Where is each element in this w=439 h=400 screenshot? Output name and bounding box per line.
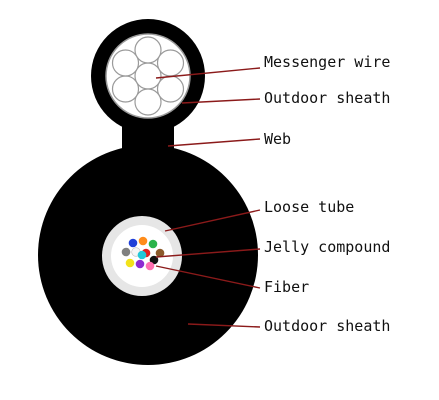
wire-strand (111, 75, 140, 103)
leader-outdoor-sheath-top (181, 98, 261, 104)
fiber-strand (148, 239, 158, 249)
fiber-strand (128, 238, 138, 248)
fiber-strand (155, 248, 165, 258)
label-outdoor-sheath-top: Outdoor sheath (264, 89, 390, 107)
label-loose-tube: Loose tube (264, 198, 354, 216)
wire-strand-center (134, 62, 162, 90)
wire-strand (134, 88, 162, 116)
label-outdoor-sheath-bottom: Outdoor sheath (264, 317, 390, 335)
leader-fiber (155, 265, 261, 289)
leader-web (167, 138, 261, 147)
label-fiber: Fiber (264, 278, 309, 296)
wire-strand (156, 49, 185, 77)
loose-tube-assembly (102, 216, 182, 296)
label-jelly-compound: Jelly compound (264, 238, 390, 256)
label-web: Web (264, 130, 291, 148)
fiber-strand (138, 236, 148, 246)
wire-strand (134, 36, 162, 64)
fiber-strand (125, 258, 135, 268)
leader-lines (155, 67, 261, 328)
leader-messenger-wire (155, 67, 261, 79)
fiber-group (121, 236, 165, 271)
leader-loose-tube (164, 209, 261, 232)
fiber-strand (145, 261, 155, 271)
label-messenger-wire: Messenger wire (264, 53, 390, 71)
wire-strand (156, 75, 185, 103)
wire-strand (111, 49, 140, 77)
fiber-strand (121, 247, 131, 257)
leader-jelly-compound (155, 248, 261, 258)
messenger-wire (105, 33, 191, 119)
fiber-strand (137, 250, 147, 260)
fiber-strand (135, 259, 145, 269)
leader-outdoor-sheath-bottom (187, 323, 261, 328)
